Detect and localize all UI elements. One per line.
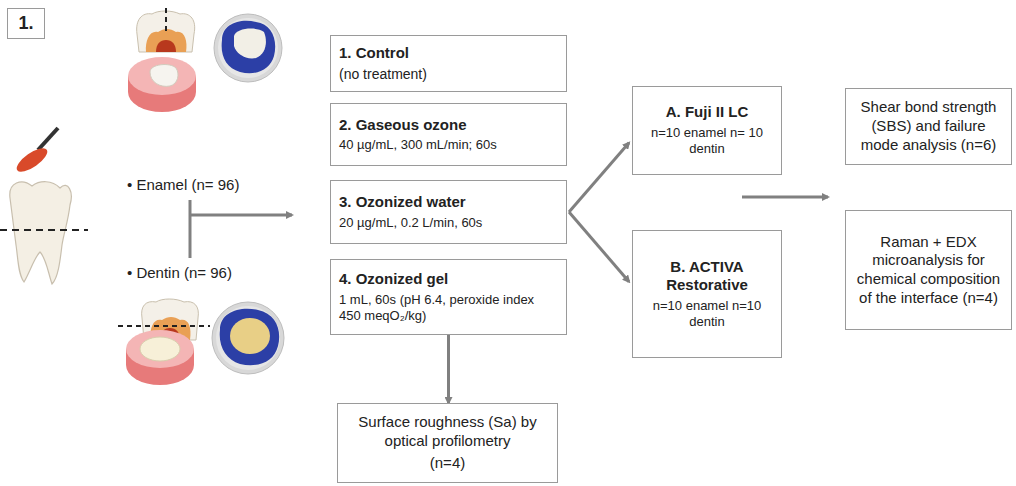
analysis-box: Shear bond strength (SBS) and failure mo… xyxy=(845,88,1012,165)
box-heading: B. ACTIVA Restorative xyxy=(641,258,773,296)
box-body: n=10 enamel n= 10 dentin xyxy=(641,125,773,158)
box-heading: 1. Control xyxy=(339,44,558,63)
analysis-box: Raman + EDX microanalysis for chemical c… xyxy=(845,210,1012,330)
treatment-box: 2. Gaseous ozone 40 µg/mL, 300 mL/min; 60… xyxy=(330,103,567,166)
box-heading: A. Fuji II LC xyxy=(641,103,773,122)
treatment-box: 3. Ozonized water 20 µg/mL, 0.2 L/min, 60… xyxy=(330,180,567,244)
box-heading: Raman + EDX microanalysis for chemical c… xyxy=(854,233,1003,308)
flow-arrow xyxy=(742,196,828,199)
box-heading: 1. xyxy=(12,12,40,35)
group-bracket xyxy=(190,200,292,258)
material-box: A. Fuji II LC n=10 enamel n= 10 dentin xyxy=(632,86,782,175)
analysis-box: Surface roughness (Sa) by optical profil… xyxy=(337,403,558,483)
flow-arrow xyxy=(447,335,450,403)
box-body: 20 µg/mL, 0.2 L/min, 60s xyxy=(339,215,558,231)
enamel-section xyxy=(128,8,282,112)
box-body: 1 mL, 60s (pH 6.4, peroxide index 450 me… xyxy=(339,292,558,325)
box-heading: 2. Gaseous ozone xyxy=(339,116,558,135)
box-body: 40 µg/mL, 300 mL/min; 60s xyxy=(339,137,558,153)
tooth-sectioning xyxy=(0,128,88,284)
dentin-section xyxy=(118,299,284,385)
figure-number: 1. xyxy=(7,8,45,39)
specimen-label: • Enamel (n= 96) xyxy=(127,176,239,193)
box-body: (n=4) xyxy=(346,454,549,473)
box-body: (no treatment) xyxy=(339,66,558,84)
material-box: B. ACTIVA Restorativen=10 enamel n=10 de… xyxy=(632,230,782,358)
treatment-box: 4. Ozonized gel 1 mL, 60s (pH 6.4, peroxi… xyxy=(330,259,567,335)
box-heading: Shear bond strength (SBS) and failure mo… xyxy=(854,98,1003,154)
flow-arrow xyxy=(569,212,629,282)
flow-arrow xyxy=(569,143,629,212)
box-heading: 3. Ozonized water xyxy=(339,193,558,212)
box-heading: Surface roughness (Sa) by optical profil… xyxy=(346,413,549,451)
specimen-label: • Dentin (n= 96) xyxy=(127,264,232,281)
box-heading: 4. Ozonized gel xyxy=(339,270,558,289)
box-body: n=10 enamel n=10 dentin xyxy=(641,298,773,331)
treatment-box: 1. Control (no treatment) xyxy=(330,35,567,92)
